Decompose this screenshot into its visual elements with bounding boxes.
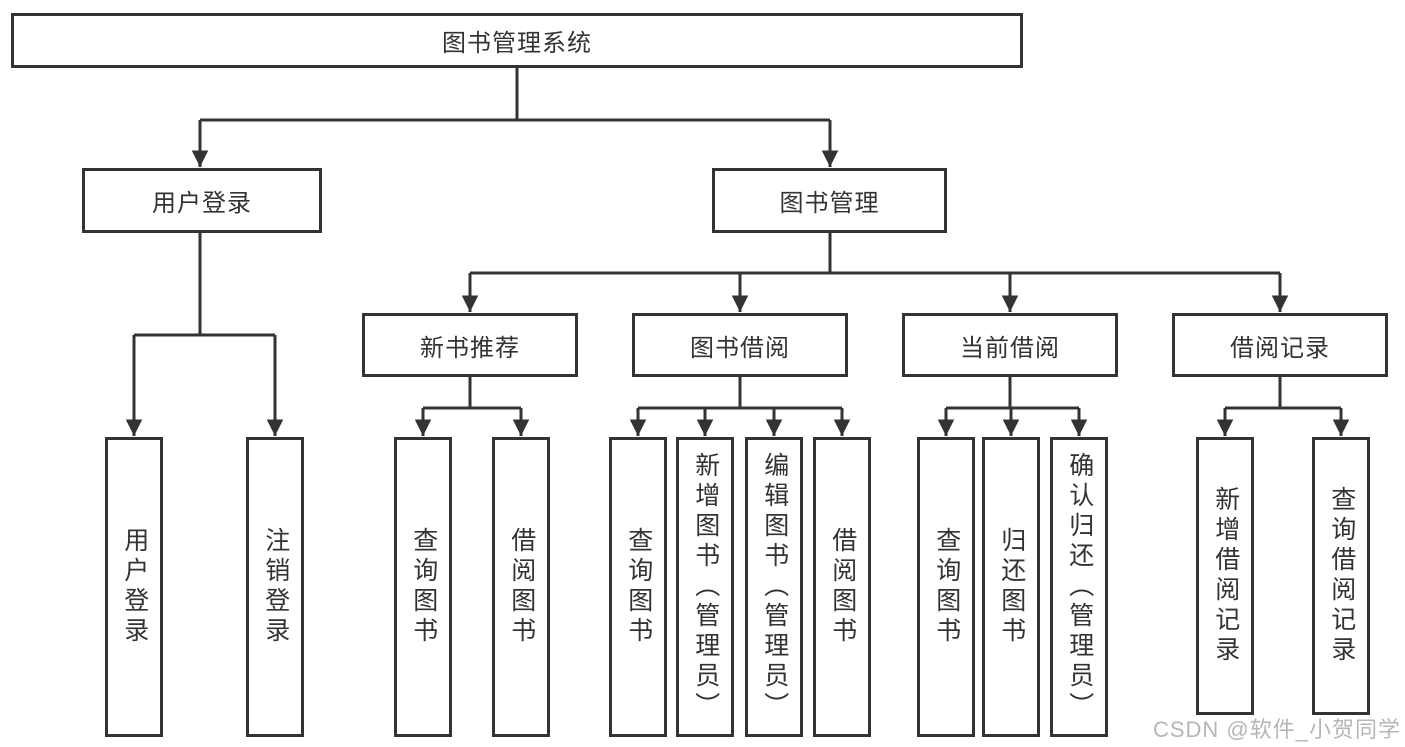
leaf-query-borrow-record-label: 查询借阅记录 bbox=[1327, 486, 1356, 666]
leaf-user-login: 用户登录 bbox=[105, 437, 163, 737]
leaf-query-books-borrowing: 查询图书 bbox=[609, 437, 667, 737]
connector-book-mgmt-split bbox=[470, 233, 1280, 275]
connector-borrowing-split bbox=[638, 377, 842, 410]
leaf-add-borrow-record-label: 新增借阅记录 bbox=[1211, 486, 1240, 666]
leaf-query-books-current: 查询图书 bbox=[917, 437, 975, 737]
csdn-watermark: CSDN @软件_小贺同学 bbox=[1152, 717, 1401, 742]
leaf-logout: 注销登录 bbox=[246, 437, 304, 737]
node-book-management: 图书管理 bbox=[712, 168, 947, 233]
connectors bbox=[125, 68, 1350, 436]
leaf-edit-book-admin: 编辑图书（管理员） bbox=[745, 437, 803, 737]
leaf-borrow-books-recommend: 借阅图书 bbox=[492, 437, 550, 737]
leaf-user-login-label: 用户登录 bbox=[120, 527, 149, 647]
node-new-book-recommend: 新书推荐 bbox=[362, 313, 578, 377]
leaf-edit-book-admin-label: 编辑图书（管理员） bbox=[760, 452, 789, 722]
node-borrow-records: 借阅记录 bbox=[1172, 313, 1388, 377]
node-user-login: 用户登录 bbox=[82, 168, 322, 233]
leaf-query-books-borrowing-label: 查询图书 bbox=[624, 527, 653, 647]
leaf-add-book-admin: 新增图书（管理员） bbox=[676, 437, 734, 737]
leaf-logout-label: 注销登录 bbox=[261, 527, 290, 647]
connector-records-split bbox=[1225, 377, 1341, 410]
leaf-add-book-admin-label: 新增图书（管理员） bbox=[691, 452, 720, 722]
leaf-confirm-return-admin-label: 确认归还（管理员） bbox=[1065, 452, 1094, 722]
leaf-query-borrow-record: 查询借阅记录 bbox=[1312, 437, 1370, 715]
leaf-return-book-label: 归还图书 bbox=[997, 527, 1026, 647]
leaf-confirm-return-admin: 确认归还（管理员） bbox=[1050, 437, 1108, 737]
leaf-query-books-recommend-label: 查询图书 bbox=[409, 527, 438, 647]
leaf-add-borrow-record: 新增借阅记录 bbox=[1196, 437, 1254, 715]
connector-recommend-split bbox=[423, 377, 521, 410]
leaf-borrow-books-borrowing-label: 借阅图书 bbox=[828, 527, 857, 647]
leaf-borrow-books-borrowing: 借阅图书 bbox=[813, 437, 871, 737]
node-current-borrowing: 当前借阅 bbox=[902, 313, 1118, 377]
leaf-return-book: 归还图书 bbox=[982, 437, 1040, 737]
leaf-query-books-recommend: 查询图书 bbox=[394, 437, 452, 737]
node-book-borrowing: 图书借阅 bbox=[632, 313, 848, 377]
connector-user-login-split bbox=[134, 233, 275, 337]
leaf-borrow-books-recommend-label: 借阅图书 bbox=[507, 527, 536, 647]
connector-root-split bbox=[200, 68, 830, 122]
leaf-query-books-current-label: 查询图书 bbox=[932, 527, 961, 647]
node-root-system: 图书管理系统 bbox=[11, 13, 1023, 68]
connector-current-split bbox=[946, 377, 1079, 410]
